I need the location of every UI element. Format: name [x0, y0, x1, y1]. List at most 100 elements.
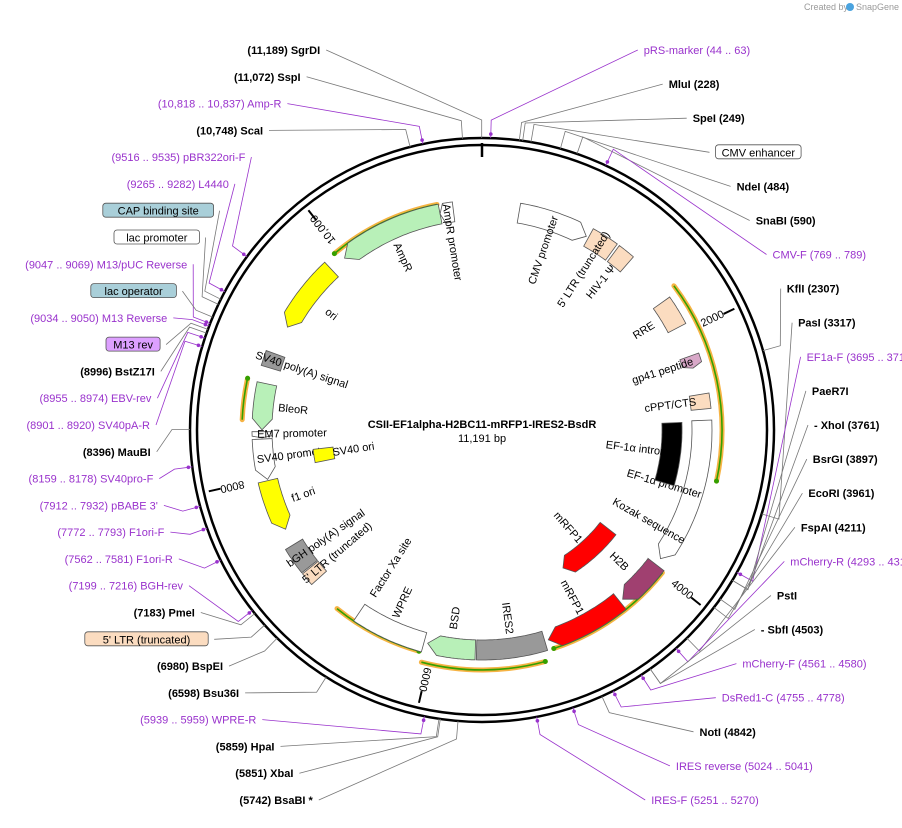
feature-wpre[interactable]: [353, 603, 428, 653]
site-ndei[interactable]: NdeI (484): [737, 181, 790, 193]
feature-sv40-poly-a-signal[interactable]: [260, 350, 286, 372]
primer-l4440[interactable]: (9265 .. 9282) L4440: [127, 179, 229, 191]
feature-mrfp1[interactable]: [547, 593, 627, 646]
primer-dsred1-c[interactable]: DsRed1-C (4755 .. 4778): [722, 693, 845, 705]
primer-ebv-rev[interactable]: (8955 .. 8974) EBV-rev: [39, 393, 151, 405]
feature-tag-m13-rev[interactable]: M13 rev: [113, 340, 153, 352]
site-leader: [170, 527, 208, 535]
feature-bgh-poly-a-signal[interactable]: [284, 538, 318, 574]
site-pmei[interactable]: (7183) PmeI: [134, 608, 195, 620]
primer-m13-puc-reverse[interactable]: (9047 .. 9069) M13/pUC Reverse: [25, 259, 187, 271]
feature-label-f1-ori: f1 ori: [290, 485, 317, 505]
primer-bgh-rev[interactable]: (7199 .. 7216) BGH-rev: [69, 581, 184, 593]
primer-f1ori-f[interactable]: (7772 .. 7793) F1ori-F: [57, 527, 164, 539]
primer-mcherry-r[interactable]: mCherry-R (4293 .. 4311): [790, 556, 902, 568]
feature-tag-lac-promoter[interactable]: lac promoter: [126, 233, 187, 245]
site-leader: [605, 148, 767, 255]
site-leader: [732, 424, 809, 591]
site-bsabi[interactable]: (5742) BsaBI *: [239, 795, 313, 807]
site-bsu36i[interactable]: (6598) Bsu36I: [168, 688, 239, 700]
feature-sv40-promoter[interactable]: [251, 438, 276, 480]
feature-ires2[interactable]: [475, 630, 549, 661]
orf-arrow-head: [245, 375, 251, 381]
feature-bsd[interactable]: [427, 635, 477, 661]
feature-tag-5-ltr-truncated[interactable]: 5' LTR (truncated): [103, 634, 190, 646]
site-hpai[interactable]: (5859) HpaI: [216, 741, 275, 753]
primer-pbr322ori-f[interactable]: (9516 .. 9535) pBR322ori-F: [111, 152, 245, 164]
feature-ori[interactable]: [283, 261, 339, 328]
site-mlui[interactable]: MluI (228): [669, 79, 720, 91]
site-xhoi[interactable]: - XhoI (3761): [814, 420, 880, 432]
site-maubi[interactable]: (8396) MauBI: [83, 447, 151, 459]
site-fspai[interactable]: FspAI (4211): [801, 522, 866, 534]
feature-f1-ori[interactable]: [257, 477, 291, 530]
tick-6000: [417, 690, 423, 704]
site-sgrdi[interactable]: (11,189) SgrDI: [247, 45, 320, 57]
feature-hiv-1[interactable]: [606, 244, 634, 273]
feature-tag-box: [113, 229, 200, 245]
site-bstz17i[interactable]: (8996) BstZ17I: [80, 366, 155, 378]
site-leader: [560, 130, 731, 187]
site-leader: [173, 317, 210, 327]
orf-arrow-head: [331, 251, 337, 257]
feature-bleor[interactable]: [251, 381, 278, 431]
primer-prs-marker[interactable]: pRS-marker (44 .. 63): [644, 45, 750, 57]
primer-wpre-r[interactable]: (5939 .. 5959) WPRE-R: [140, 715, 256, 727]
primer-mark-icon: [535, 719, 540, 723]
primer-m13-reverse[interactable]: (9034 .. 9050) M13 Reverse: [30, 313, 167, 325]
primer-ires-f[interactable]: IRES-F (5251 .. 5270): [651, 795, 759, 807]
primer-mcherry-f[interactable]: mCherry-F (4561 .. 4580): [742, 659, 866, 671]
feature-tag-lac-operator[interactable]: lac operator: [105, 286, 163, 298]
site-leader: [160, 326, 207, 372]
feature-cmv-promoter[interactable]: [516, 202, 587, 241]
feature-h2b[interactable]: [622, 557, 665, 600]
primer-amp-r[interactable]: (10,818 .. 10,837) Amp-R: [158, 99, 282, 111]
primer-ires-reverse[interactable]: IRES reverse (5024 .. 5041): [676, 761, 813, 773]
site-leader: [192, 264, 211, 324]
feature-tag-cmv-enhancer[interactable]: CMV enhancer: [722, 147, 796, 159]
site-sbfi[interactable]: - SbfI (4503): [761, 625, 824, 637]
primer-cmv-f[interactable]: CMV-F (769 .. 789): [773, 250, 867, 262]
snapgene-logo-icon: [846, 3, 854, 11]
primer-mark-icon: [196, 343, 201, 348]
primer-sv40pa-r[interactable]: (8901 .. 8920) SV40pA-R: [26, 420, 150, 432]
site-psti[interactable]: PstI: [777, 591, 797, 603]
site-bsrgi[interactable]: BsrGI (3897): [813, 454, 878, 466]
site-kfli[interactable]: KflI (2307): [787, 284, 840, 296]
primer-mark-icon: [489, 132, 493, 136]
site-leader: [576, 136, 750, 221]
primer-mark-icon: [201, 527, 206, 532]
feature-mrfp1[interactable]: [562, 521, 617, 573]
primer-mark-icon: [215, 560, 219, 564]
primer-sv40pro-f[interactable]: (8159 .. 8178) SV40pro-F: [29, 474, 154, 486]
site-bspei[interactable]: (6980) BspEI: [157, 661, 223, 673]
site-spei[interactable]: SpeI (249): [693, 113, 745, 125]
feature-ampr[interactable]: [344, 203, 443, 260]
feature-cppt-cts[interactable]: [688, 392, 712, 411]
feature-label-gp41-peptide: gp41 peptide: [631, 356, 695, 387]
site-leader: [601, 696, 694, 733]
site-pasi[interactable]: PasI (3317): [798, 318, 856, 330]
plasmid-size: 11,191 bp: [458, 433, 506, 445]
site-paer7i[interactable]: PaeR7I: [812, 386, 849, 398]
feature-rre[interactable]: [652, 296, 687, 334]
feature-ef-1-intron-a[interactable]: [654, 421, 683, 487]
primer-f1ori-r[interactable]: (7562 .. 7581) F1ori-R: [65, 554, 173, 566]
primer-pbabe-3[interactable]: (7912 .. 7932) pBABE 3': [40, 500, 158, 512]
site-sspi[interactable]: (11,072) SspI: [234, 72, 301, 84]
feature-sv40-ori[interactable]: [312, 446, 336, 464]
site-ecori[interactable]: EcoRI (3961): [808, 488, 874, 500]
feature-ampr-promoter[interactable]: [439, 201, 456, 224]
feature-tag-cap-binding-site[interactable]: CAP binding site: [118, 206, 199, 218]
feature-ef-1-promoter[interactable]: [657, 419, 713, 560]
site-snabi[interactable]: SnaBI (590): [756, 216, 816, 228]
feature-5-ltr-truncated[interactable]: [301, 560, 328, 586]
primer-ef1a-f[interactable]: EF1a-F (3695 .. 3715): [807, 352, 902, 364]
feature-em7-promoter[interactable]: [251, 431, 273, 439]
site-scai[interactable]: (10,748) ScaI: [196, 125, 263, 137]
site-xbai[interactable]: (5851) XbaI: [235, 768, 293, 780]
feature-gp41-peptide[interactable]: [679, 352, 703, 369]
site-noti[interactable]: NotI (4842): [700, 727, 757, 739]
feature-5-ltr-truncated[interactable]: [583, 228, 618, 261]
